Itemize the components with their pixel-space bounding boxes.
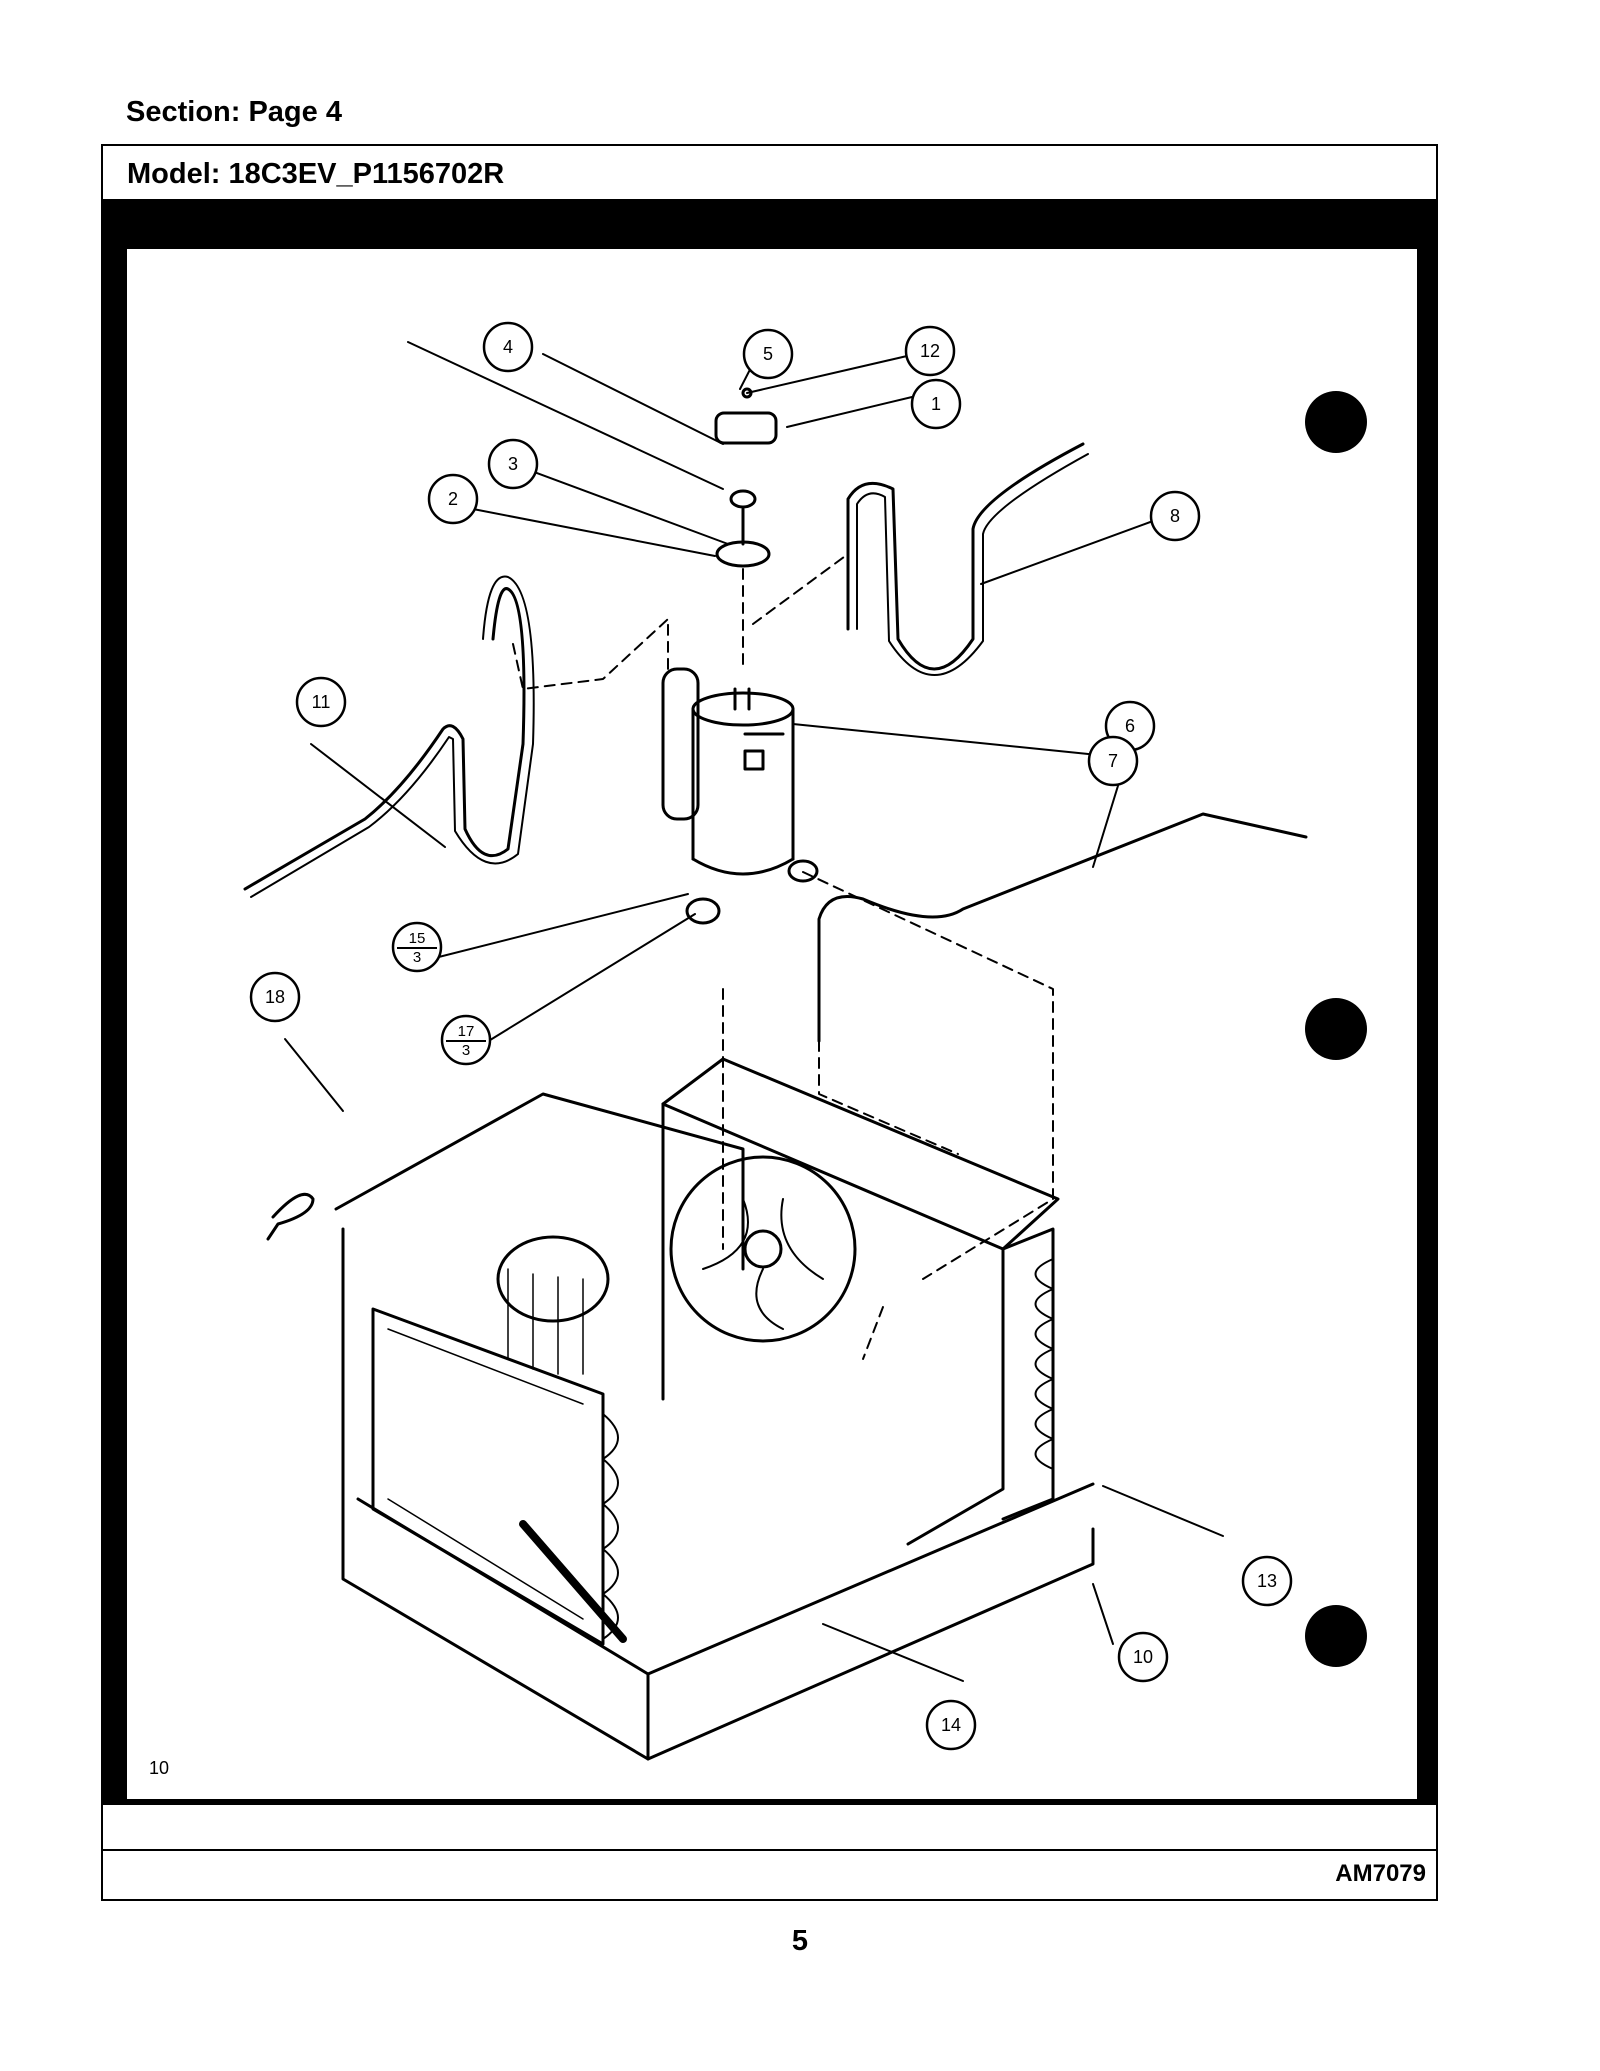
callout-18: 18 [265,987,285,1007]
callout-15-top: 15 [409,930,426,947]
binder-hole [1305,391,1367,453]
callout-3: 3 [508,454,518,474]
exploded-parts-diagram: 5 12 1 4 3 2 8 11 6 7 18 10 14 13 15 3 1… [103,199,1436,1805]
callout-13: 13 [1257,1571,1277,1591]
callout-8: 8 [1170,506,1180,526]
chassis-assembly [334,1057,1095,1761]
model-title: Model: 18C3EV_P1156702R [127,158,505,190]
callout-14: 14 [941,1715,961,1735]
parts-frame: Model: 18C3EV_P1156702R [101,144,1438,1901]
terminal-parts [714,387,778,568]
callout-17-top: 17 [458,1023,475,1040]
document-code: AM7079 [1335,1860,1426,1887]
blank-row [103,1805,1436,1851]
callout-5: 5 [763,344,773,364]
callout-12: 12 [920,341,940,361]
callout-2: 2 [448,489,458,509]
callout-15-bottom: 3 [413,949,421,966]
callout-4: 4 [503,337,513,357]
callout-10: 10 [1133,1647,1153,1667]
tube-11 [243,587,526,891]
clip-18 [266,1193,315,1241]
tube-6 [817,812,1308,1043]
compressor-7 [661,667,819,925]
binder-hole [1305,1605,1367,1667]
page-number: 5 [791,1925,809,1957]
section-title: Section: Page 4 [126,96,342,128]
callout-11: 11 [312,692,331,712]
callout-17-bottom: 3 [462,1042,470,1059]
binder-hole [1305,998,1367,1060]
callout-1: 1 [931,394,941,414]
corner-note: 10 [149,1758,169,1778]
callout-6: 6 [1125,716,1135,736]
tube-8 [846,442,1085,671]
callout-7: 7 [1108,751,1118,771]
